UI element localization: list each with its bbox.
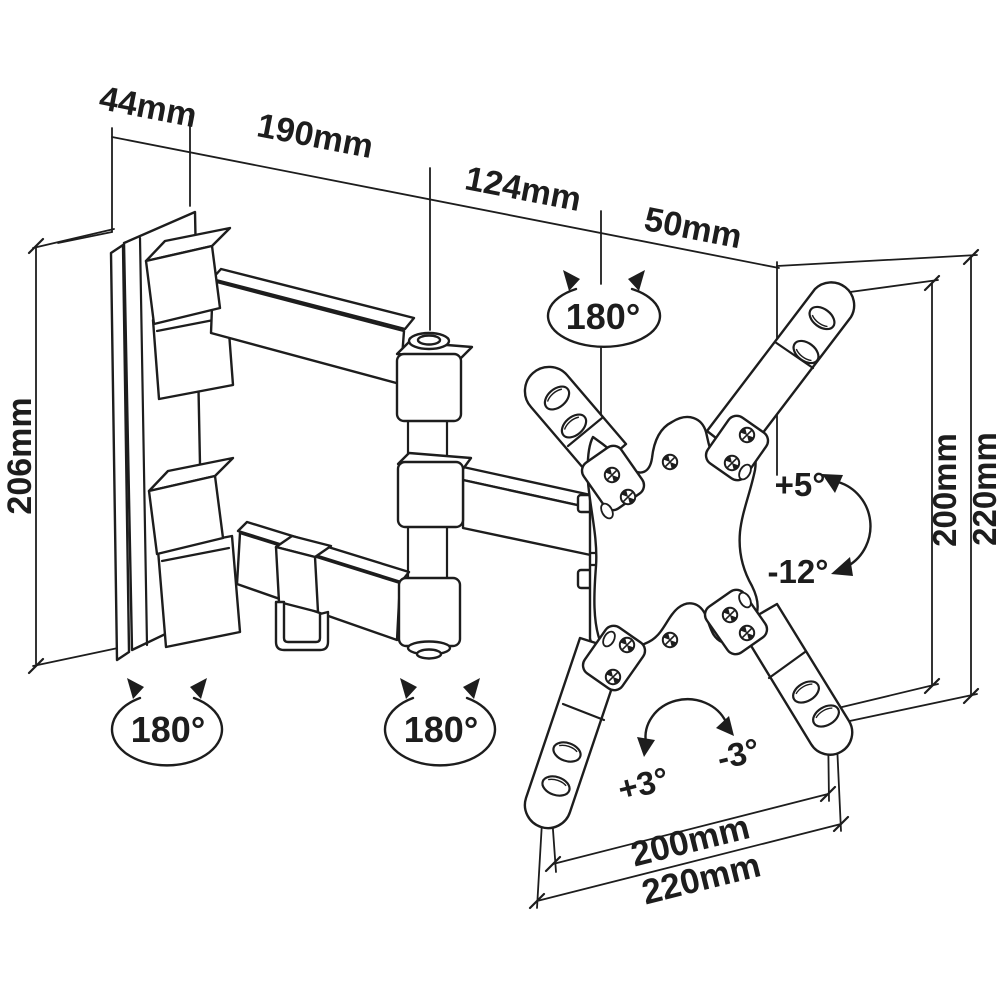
arrow-icon: [628, 270, 645, 291]
hinge-post: [406, 419, 449, 580]
arrow-icon: [463, 678, 480, 699]
ext-right-200-bottom: [837, 683, 939, 709]
dim-label-44mm: 44mm: [96, 79, 200, 135]
screw-icon: [603, 466, 621, 484]
arrow-icon: [822, 474, 843, 493]
wall-plate-ridge: [138, 236, 149, 647]
screw-icon: [619, 488, 637, 506]
angle-label-tilt-up: +5°: [775, 466, 826, 503]
angle-label-swivel-elbow: 180°: [404, 709, 478, 750]
angle-label-swivel-wall: 180°: [131, 709, 205, 750]
arrow-icon: [190, 678, 207, 699]
elbow-block-front: [395, 352, 463, 423]
lower-knuckle-cap-front: [147, 474, 225, 556]
arrow-icon: [637, 737, 655, 757]
bottom-dim-ticks: [528, 785, 850, 910]
top-dimension-line: [111, 136, 780, 269]
post-foot-pad: [415, 648, 443, 660]
vesa-plate: [523, 281, 856, 830]
angle-label-swivel-vesa: 180°: [566, 296, 640, 337]
mid-collar-front: [396, 460, 465, 529]
level-arc: [644, 698, 728, 745]
swivel-arc-elbow: [383, 696, 497, 767]
ext-plate-top: [32, 228, 115, 249]
left-dim-ticks: [27, 237, 45, 675]
dim-label-220mm-right: 220mm: [966, 432, 1000, 546]
upper-knuckle-cap-front: [144, 244, 222, 326]
arrow-icon: [400, 678, 417, 699]
right-dim-ticks: [923, 248, 980, 705]
dim-label-200mm-right: 200mm: [926, 433, 963, 547]
screw-icon: [661, 453, 679, 471]
screw-icon: [618, 636, 636, 654]
ext-right-220-top: [776, 254, 978, 267]
screw-icon: [721, 606, 739, 624]
arrow-icon: [716, 716, 734, 736]
crease-bottom-left: [561, 702, 606, 722]
screw-icon: [604, 668, 622, 686]
upper-arm-top: [210, 267, 416, 331]
screw-icon: [738, 624, 756, 642]
lower-knuckle-notch: [160, 546, 231, 563]
crease-top-left: [566, 416, 604, 448]
ext-plate-bottom: [32, 647, 119, 667]
swivel-arc-wall: [110, 696, 224, 767]
screw-icon: [661, 631, 679, 649]
cable-clip-front: [274, 545, 320, 614]
lower-knuckle-tab: [156, 534, 242, 649]
bottom-220-line: [536, 823, 842, 902]
ext-bottom-right-220: [836, 743, 842, 832]
arrow-icon: [127, 678, 144, 699]
bottom-200-line: [552, 793, 829, 865]
crease-top-right: [773, 340, 815, 370]
crease-bottom-right: [767, 650, 807, 680]
mount-assembly: [109, 210, 616, 662]
angle-label-level-right: -3°: [713, 731, 763, 777]
wall-plate-side: [109, 243, 131, 662]
dim-label-206mm: 206mm: [1, 397, 39, 514]
ext-right-220-bottom: [844, 693, 978, 723]
dim-label-50mm: 50mm: [641, 200, 745, 256]
ext-bottom-left-220: [536, 821, 543, 909]
angle-label-tilt-down: -12°: [768, 553, 829, 590]
wall-edge-line: [57, 231, 113, 244]
rotation-indicators: [110, 270, 872, 767]
screw-icon: [723, 454, 741, 472]
angle-label-level-left: +3°: [614, 760, 672, 808]
cable-clip-hook: [274, 600, 330, 652]
tilt-arc: [836, 480, 872, 568]
elbow-screw-inner: [416, 334, 442, 346]
arrow-icon: [563, 270, 580, 291]
dim-label-190mm: 190mm: [254, 106, 376, 166]
arrow-icon: [831, 557, 853, 576]
swivel-arc-vesa: [546, 287, 662, 349]
bottom-block-front: [397, 576, 462, 648]
screw-icon: [738, 426, 756, 444]
